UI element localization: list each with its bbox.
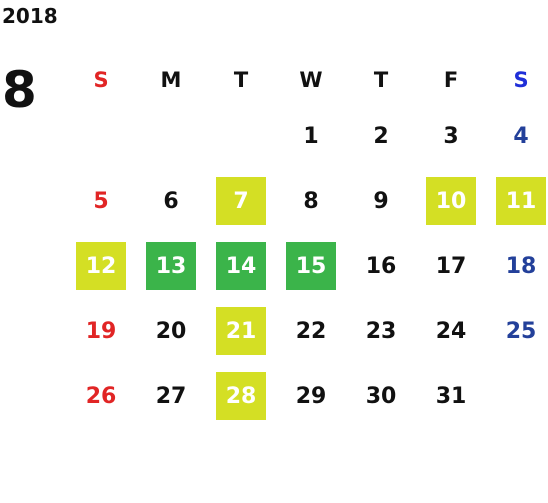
weekday-saturday: S xyxy=(513,68,529,92)
day-cell-highlighted[interactable]: 7 xyxy=(216,177,266,225)
day-cell-highlighted[interactable]: 14 xyxy=(216,242,266,290)
year-label: 2018 xyxy=(2,4,58,28)
week-row: 26 27 28 29 30 31 xyxy=(70,372,548,437)
day-cell-highlighted[interactable]: 21 xyxy=(216,307,266,355)
day-cell[interactable]: 25 xyxy=(505,318,537,344)
week-row: 1 2 3 4 xyxy=(70,112,548,177)
day-cell[interactable]: 18 xyxy=(505,253,537,279)
day-cell[interactable]: 29 xyxy=(295,383,327,409)
day-cell[interactable]: 19 xyxy=(85,318,117,344)
day-cell-highlighted[interactable]: 10 xyxy=(426,177,476,225)
day-cell-highlighted[interactable]: 28 xyxy=(216,372,266,420)
day-cell[interactable]: 2 xyxy=(373,123,389,149)
month-label: 8 xyxy=(2,61,37,119)
day-cell[interactable]: 23 xyxy=(365,318,397,344)
weekday-header-row: S M T W T F S xyxy=(70,62,548,98)
week-row: 12 13 14 15 16 17 18 xyxy=(70,242,548,307)
calendar-grid: S M T W T F S 1 2 3 4 5 6 7 8 9 10 11 12… xyxy=(70,62,548,437)
day-cell[interactable]: 22 xyxy=(295,318,327,344)
day-cell[interactable]: 31 xyxy=(435,383,467,409)
day-cell-highlighted[interactable]: 13 xyxy=(146,242,196,290)
weekday-sunday: S xyxy=(93,68,109,92)
day-cell[interactable]: 20 xyxy=(155,318,187,344)
day-cell[interactable]: 24 xyxy=(435,318,467,344)
day-cell-highlighted[interactable]: 11 xyxy=(496,177,546,225)
weekday-thursday: T xyxy=(373,68,389,92)
day-cell[interactable]: 27 xyxy=(155,383,187,409)
week-row: 5 6 7 8 9 10 11 xyxy=(70,177,548,242)
day-cell[interactable]: 8 xyxy=(303,188,319,214)
day-cell-empty xyxy=(76,112,126,160)
day-cell[interactable]: 26 xyxy=(85,383,117,409)
day-cell-empty xyxy=(216,112,266,160)
weekday-monday: M xyxy=(160,68,182,92)
day-cell[interactable]: 17 xyxy=(435,253,467,279)
weekday-wednesday: W xyxy=(299,68,323,92)
day-cell-empty xyxy=(146,112,196,160)
day-cell-highlighted[interactable]: 15 xyxy=(286,242,336,290)
day-cell[interactable]: 3 xyxy=(443,123,459,149)
day-cell[interactable]: 30 xyxy=(365,383,397,409)
day-cell[interactable]: 5 xyxy=(93,188,109,214)
day-cell[interactable]: 6 xyxy=(163,188,179,214)
weekday-tuesday: T xyxy=(233,68,249,92)
week-row: 19 20 21 22 23 24 25 xyxy=(70,307,548,372)
day-cell-empty xyxy=(496,372,546,420)
day-cell[interactable]: 16 xyxy=(365,253,397,279)
day-cell[interactable]: 4 xyxy=(513,123,529,149)
weekday-friday: F xyxy=(443,68,459,92)
day-cell[interactable]: 9 xyxy=(373,188,389,214)
day-cell[interactable]: 1 xyxy=(303,123,319,149)
day-cell-highlighted[interactable]: 12 xyxy=(76,242,126,290)
